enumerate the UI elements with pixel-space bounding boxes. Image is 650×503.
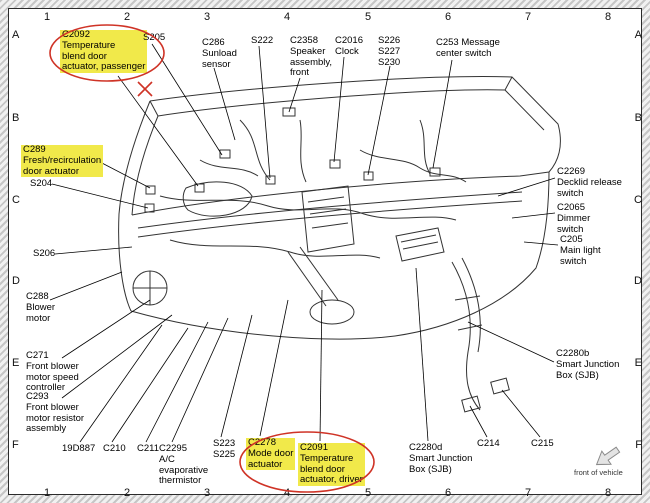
label-c293: C293 Front blower motor resistor assembl… bbox=[26, 391, 85, 435]
label-c2280d: C2280d Smart Junction Box (SJB) bbox=[409, 442, 473, 475]
label-c2295: C2295 A/C evaporative thermistor bbox=[159, 443, 209, 487]
label-c253: C253 Message center switch bbox=[436, 37, 500, 59]
grid-top-8: 8 bbox=[604, 11, 612, 23]
grid-right-C: C bbox=[634, 194, 642, 206]
label-c2280b: C2280b Smart Junction Box (SJB) bbox=[556, 348, 620, 381]
grid-top-1: 1 bbox=[43, 11, 51, 23]
label-c2358: C2358 Speaker assembly, front bbox=[290, 35, 333, 79]
grid-left-B: B bbox=[12, 112, 20, 124]
grid-left-A: A bbox=[12, 29, 20, 41]
grid-right-E: E bbox=[634, 357, 642, 369]
diagram-canvas bbox=[8, 8, 642, 495]
dashboard-body bbox=[118, 76, 561, 413]
grid-bottom-6: 6 bbox=[444, 487, 452, 499]
grid-bottom-2: 2 bbox=[123, 487, 131, 499]
leader-lines bbox=[49, 43, 559, 443]
label-c2092: C2092 Temperature blend door actuator, p… bbox=[60, 29, 148, 74]
grid-right-D: D bbox=[634, 275, 642, 287]
label-s206: S206 bbox=[33, 248, 56, 259]
label-c289: C289 Fresh/recirculation door actuator bbox=[21, 144, 104, 178]
label-c211: C211 bbox=[137, 443, 160, 454]
label-s204: S204 bbox=[30, 178, 53, 189]
grid-top-2: 2 bbox=[123, 11, 131, 23]
label-c286: C286 Sunload sensor bbox=[202, 37, 237, 70]
grid-top-4: 4 bbox=[283, 11, 291, 23]
grid-bottom-5: 5 bbox=[364, 487, 372, 499]
grid-right-F: F bbox=[635, 439, 642, 451]
grid-bottom-3: 3 bbox=[203, 487, 211, 499]
label-c271: C271 Front blower motor speed controller bbox=[26, 350, 79, 394]
label-c288: C288 Blower motor bbox=[26, 291, 56, 324]
label-c210: C210 bbox=[103, 443, 126, 454]
label-s205: S205 bbox=[143, 32, 166, 43]
grid-bottom-7: 7 bbox=[524, 487, 532, 499]
label-s222: S222 bbox=[251, 35, 274, 46]
label-c2065: C2065 Dimmer switch bbox=[557, 202, 591, 235]
grid-left-D: D bbox=[12, 275, 20, 287]
label-c205: C205 Main light switch bbox=[560, 234, 601, 267]
grid-top-5: 5 bbox=[364, 11, 372, 23]
grid-top-6: 6 bbox=[444, 11, 452, 23]
label-c214: C214 bbox=[477, 438, 500, 449]
grid-left-E: E bbox=[12, 357, 20, 369]
label-c2269: C2269 Decklid release switch bbox=[557, 166, 622, 199]
grid-top-7: 7 bbox=[524, 11, 532, 23]
label-c2278: C2278 Mode door actuator bbox=[246, 437, 296, 471]
grid-top-3: 3 bbox=[203, 11, 211, 23]
grid-right-A: A bbox=[634, 29, 642, 41]
label-s226-s227-s230: S226 S227 S230 bbox=[378, 35, 401, 68]
grid-bottom-8: 8 bbox=[604, 487, 612, 499]
grid-left-C: C bbox=[12, 194, 20, 206]
grid-bottom-1: 1 bbox=[43, 487, 51, 499]
label-c2016: C2016 Clock bbox=[335, 35, 363, 57]
label-c2091: C2091 Temperature blend door actuator, d… bbox=[298, 442, 365, 487]
grid-right-B: B bbox=[634, 112, 642, 124]
grid-left-F: F bbox=[12, 439, 19, 451]
label-c215: C215 bbox=[531, 438, 554, 449]
grid-bottom-4: 4 bbox=[283, 487, 291, 499]
label-s223-s225: S223 S225 bbox=[213, 438, 236, 460]
label-19d887: 19D887 bbox=[62, 443, 96, 454]
front-of-vehicle-arrow-icon bbox=[595, 446, 621, 466]
front-of-vehicle-label: front of vehicle bbox=[574, 468, 623, 477]
